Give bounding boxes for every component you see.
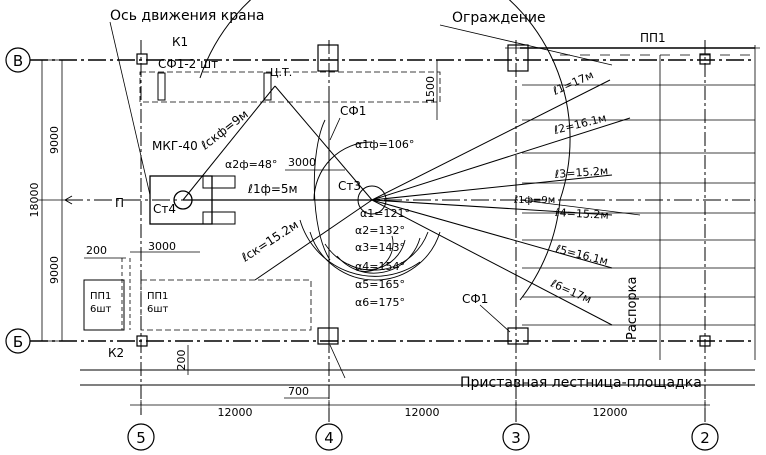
crane-zone xyxy=(182,0,631,340)
pp1-a-count: 6шт xyxy=(90,304,112,315)
dim-span-1: 12000 xyxy=(218,406,253,419)
l-1f-right-label: ℓ1ф=9м xyxy=(514,195,555,206)
k2-label: К2 xyxy=(108,346,124,360)
raspora-label: Распорка xyxy=(625,277,640,340)
crane-pivot xyxy=(173,190,193,210)
structures xyxy=(83,44,711,347)
p-label: П xyxy=(115,196,124,210)
dimension-lines xyxy=(38,59,710,410)
grid-lines xyxy=(30,40,760,425)
k1-label: К1 xyxy=(172,35,188,49)
mkg-label: МКГ-40 xyxy=(152,139,198,153)
axis-label-2: 2 xyxy=(700,429,710,447)
sf1-bottom-label: СФ1 xyxy=(462,292,488,306)
axis-bubble-2 xyxy=(691,423,719,451)
dim-span-3: 12000 xyxy=(593,406,628,419)
working-zone-arc xyxy=(199,0,571,201)
pp1-top-label: ПП1 xyxy=(640,31,666,45)
radius-label-1: ℓ1=17м xyxy=(550,68,596,98)
dim-200-top: 200 xyxy=(86,244,107,257)
mkg-crane-body xyxy=(149,175,213,225)
dim-9000-bottom: 9000 xyxy=(48,256,61,284)
pp1-b-count: 6шт xyxy=(147,304,169,315)
pp1-b-label: ПП1 xyxy=(147,291,168,302)
sf1-2-label: СФ1-2 шт xyxy=(158,57,218,71)
dim-9000-top: 9000 xyxy=(48,126,61,154)
radius-label-2: ℓ2=16.1м xyxy=(552,111,608,137)
l-skf-label: ℓскф=9м xyxy=(197,107,250,153)
axis-label-5: 5 xyxy=(136,429,146,447)
leader-lines xyxy=(109,21,613,379)
angle-label-5: α5=165° xyxy=(355,278,405,291)
axis-bubble-5 xyxy=(127,423,155,451)
ct-label: Ц.Т. xyxy=(270,66,292,79)
axis-bubbles xyxy=(5,47,719,451)
axis-bubble-b xyxy=(5,328,31,354)
texts: В Б 5 4 3 2 Ось движения крана Ограждени… xyxy=(13,8,710,447)
axis-label-4: 4 xyxy=(324,429,334,447)
st3-label: Ст3 xyxy=(338,179,361,193)
angle-label-4: α4=154° xyxy=(355,260,405,273)
angle-label-2: α2=132° xyxy=(355,224,405,237)
radius-label-3: ℓ3=15.2м xyxy=(553,164,608,181)
pp1-a-label: ПП1 xyxy=(90,291,111,302)
dim-3000-top: 3000 xyxy=(288,156,316,169)
axis-label-b: Б xyxy=(13,333,23,351)
axis-bubble-4 xyxy=(315,423,343,451)
axis-label-v: В xyxy=(13,52,23,70)
axis-label-3: 3 xyxy=(511,429,521,447)
dim-700: 700 xyxy=(288,385,309,398)
angle-label-3: α3=143° xyxy=(355,241,405,254)
a-1f-label: α1ф=106° xyxy=(355,138,414,151)
radius-label-5: ℓ5=16.1м xyxy=(553,242,609,268)
radius-label-6: ℓ6=17м xyxy=(548,276,594,306)
dim-3000-bottom: 3000 xyxy=(148,240,176,253)
dim-1500: 1500 xyxy=(424,76,437,104)
crane-axis-label: Ось движения крана xyxy=(110,8,264,24)
dim-200-bottom: 200 xyxy=(175,350,188,371)
angle-label-6: α6=175° xyxy=(355,296,405,309)
axis-bubble-v xyxy=(5,47,31,73)
l-1f-label: ℓ1ф=5м xyxy=(247,182,298,196)
a-2f-label: α2ф=48° xyxy=(225,158,277,171)
l-sk-label: ℓск=15.2м xyxy=(238,218,301,265)
ladder-label: Приставная лестница-площадка xyxy=(460,375,702,391)
dim-18000: 18000 xyxy=(28,183,41,218)
radius-label-4: ℓ4=15.2м xyxy=(554,206,609,222)
sf-stack-area xyxy=(139,71,441,103)
axis-bubble-3 xyxy=(502,423,530,451)
dim-span-2: 12000 xyxy=(405,406,440,419)
angle-label-1: α1=121° xyxy=(360,207,410,220)
st4-label: Ст4 xyxy=(153,202,176,216)
sf1-top-label: СФ1 xyxy=(340,104,366,118)
fence-label: Ограждение xyxy=(452,10,546,26)
